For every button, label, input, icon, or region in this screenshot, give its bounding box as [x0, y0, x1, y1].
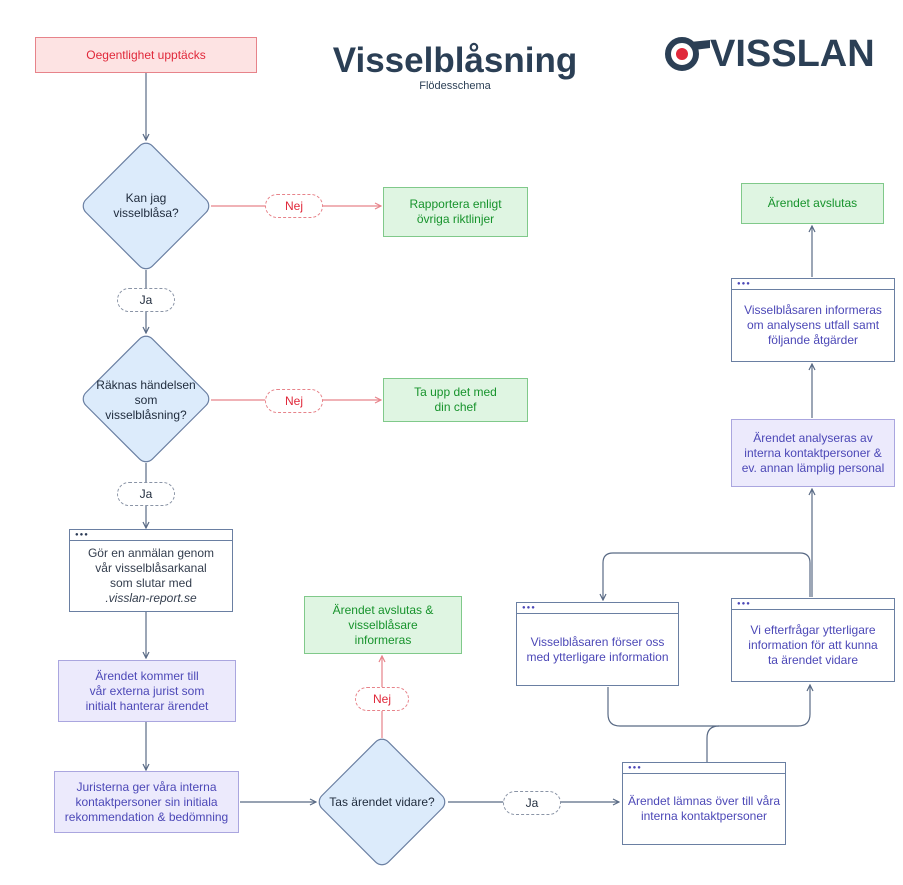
page-title: Visselblåsning — [332, 41, 578, 80]
window-dots-icon: ●●● — [628, 765, 642, 771]
window-dots-icon: ●●● — [75, 532, 89, 538]
window-dots-icon: ●●● — [737, 601, 751, 607]
visslan-logo: VISSLAN — [660, 30, 890, 80]
yes-label-2: Ja — [117, 482, 175, 506]
whistle-icon — [665, 37, 710, 71]
no-label-1: Nej — [265, 194, 323, 218]
no-label-2: Nej — [265, 389, 323, 413]
edge-request-to-provider — [603, 552, 811, 600]
window-dots-icon: ●●● — [737, 281, 751, 287]
decision-counts-shape — [82, 335, 210, 463]
decision-proceed-label: Tas ärendet vidare? — [329, 794, 435, 809]
window-dots-icon: ●●● — [522, 605, 536, 611]
edge-handover-left-branch — [607, 687, 719, 727]
page-subtitle: Flödesschema — [419, 80, 491, 92]
decision-whistle-shape — [82, 142, 210, 270]
no-label-3: Nej — [355, 687, 409, 711]
decision-proceed-shape — [318, 738, 446, 866]
node-closed: Ärendet avslutas — [741, 183, 884, 224]
node-start: Oegentlighet upptäcks — [35, 37, 257, 73]
yes-label-3: Ja — [503, 791, 561, 815]
yes-label-1: Ja — [117, 288, 175, 312]
logo-wordmark: VISSLAN — [710, 33, 875, 75]
edge-handover-to-branches — [706, 685, 810, 762]
